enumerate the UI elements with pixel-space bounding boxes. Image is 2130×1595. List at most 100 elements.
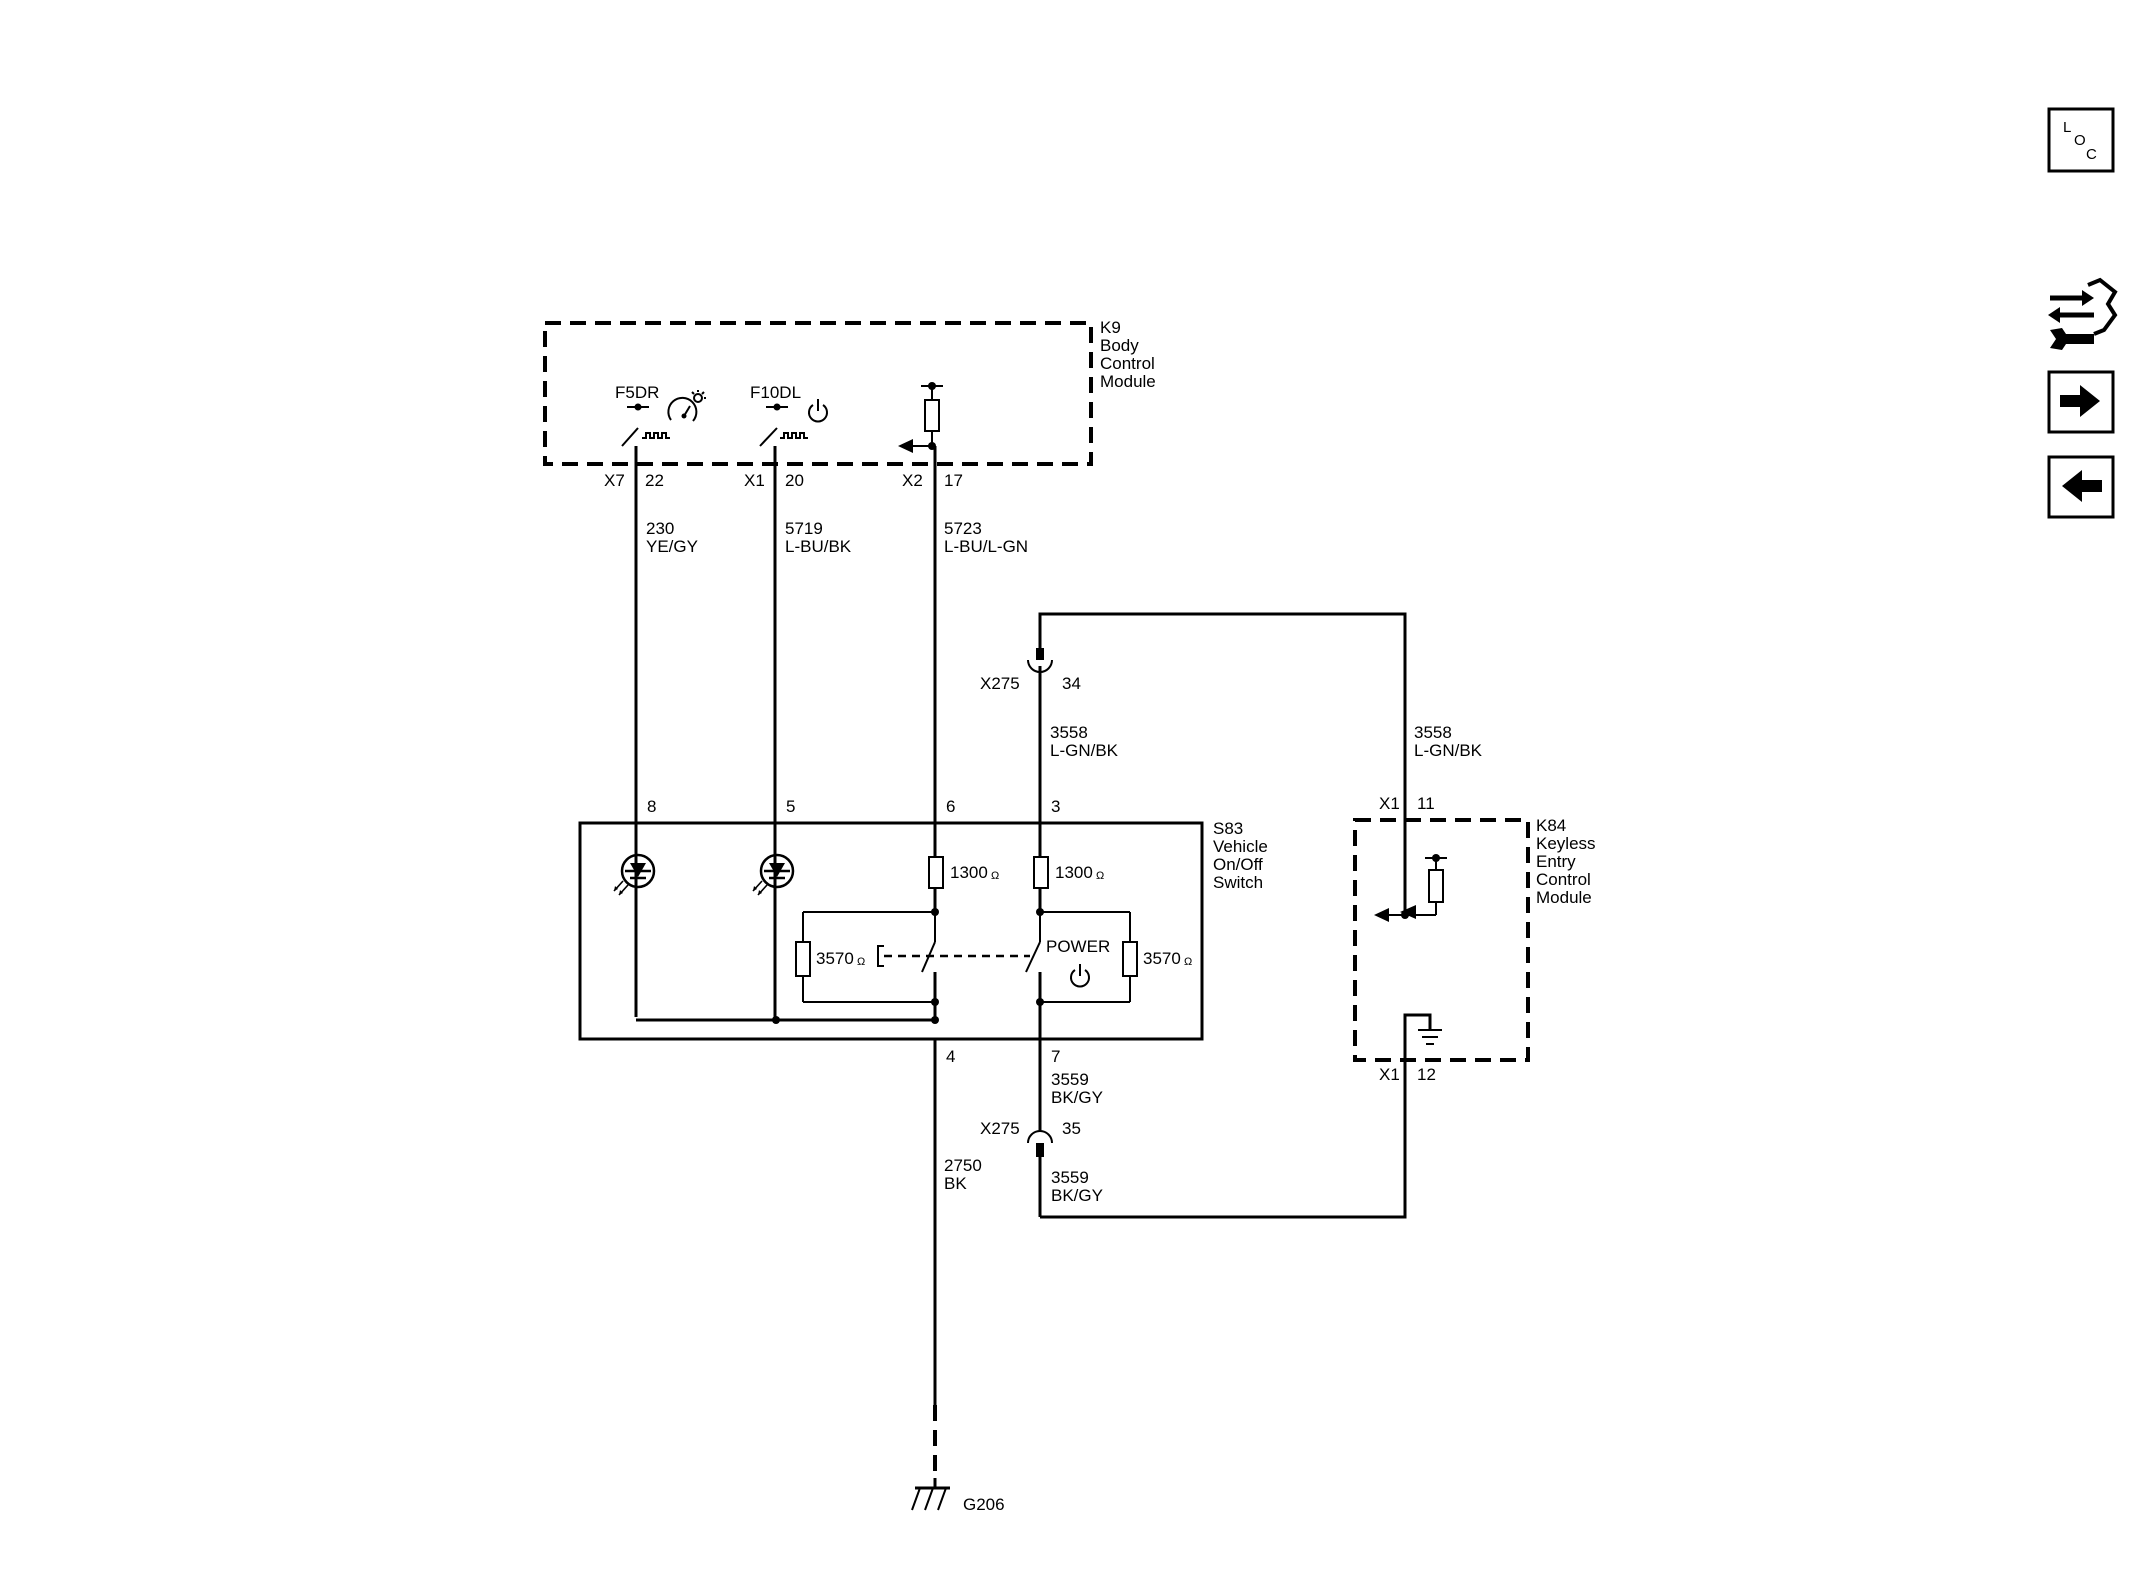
f10dl-label: F10DL [750,383,801,402]
connector-swap-button[interactable] [2048,277,2118,350]
s83-label-line-4: Switch [1213,873,1263,892]
led-indicator-icon [612,853,656,897]
ground-label: G206 [963,1495,1005,1514]
resistor-1300-left-unit: Ω [991,870,999,882]
wire-5723-circuit: 5723 [944,519,982,538]
k84-keyless-entry-control-module: K84 Keyless Entry Control Module X1 11 X… [1353,794,1596,1084]
k9-body-control-module: K9 Body Control Module F5DR F10DL [543,318,1156,490]
k9-pin-17: 17 [944,471,963,490]
x275-label-b: X275 [980,1119,1020,1138]
wire-230-circuit: 230 [646,519,674,538]
wire-5719-circuit: 5719 [785,519,823,538]
s83-pin-8: 8 [647,797,656,816]
wire-230-color: YE/GY [646,537,698,556]
k9-module-outline [543,321,1093,466]
power-symbol-icon [808,399,828,423]
wire-3558-color-b: L-GN/BK [1414,741,1483,760]
pwm-waveform-icon [780,432,808,439]
resistor-1300-right-value: 1300 [1055,863,1093,882]
resistor-3570-right-unit: Ω [1184,956,1192,968]
loc-letter-l: L [2063,119,2071,136]
wire-3558-circuit-a: 3558 [1050,723,1088,742]
resistor-1300-left-value: 1300 [950,863,988,882]
power-button-icon [1070,964,1090,988]
k9-x1-label: X1 [744,471,765,490]
previous-button[interactable] [2047,455,2115,519]
k84-label-line-5: Module [1536,888,1592,907]
k9-x7-label: X7 [604,471,625,490]
wire-230: 230 YE/GY [634,446,698,1017]
next-button[interactable] [2047,370,2115,434]
previous-arrow-icon[interactable] [2062,470,2102,502]
wire-5723-color: L-BU/L-GN [944,537,1028,556]
wire-3558-color-a: L-GN/BK [1050,741,1119,760]
f5dr-label: F5DR [615,383,659,402]
s83-label-line-1: S83 [1213,819,1243,838]
push-button-actuator [877,945,884,967]
pwm-waveform-icon [642,432,670,439]
wire-2750-circuit: 2750 [944,1156,982,1175]
wire-5719: 5719 L-BU/BK [773,446,852,1017]
resistor-1300-right [1033,856,1049,889]
s83-pin-3: 3 [1051,797,1060,816]
resistor-3570-right [1122,941,1138,977]
k9-label-line-1: K9 [1100,318,1121,337]
k84-pin-11: 11 [1417,794,1435,813]
f10dl-switch: F10DL [750,383,808,447]
wire-3559-color-b: BK/GY [1051,1186,1103,1205]
dimmer-gauge-icon [667,390,706,422]
loc-icon[interactable] [2047,107,2115,173]
loc-letter-o: O [2074,132,2086,149]
k9-pullup-resistor [898,382,943,453]
x275-label-a: X275 [980,674,1020,693]
power-label: POWER [1046,937,1110,956]
k84-pullup-resistor [1374,854,1447,922]
x275-pin-35: 35 [1062,1119,1081,1138]
s83-vehicle-onoff-switch: S83 Vehicle On/Off Switch 8 5 6 3 4 7 13… [578,797,1268,1066]
k9-pin-22: 22 [645,471,664,490]
wire-3559-color-a: BK/GY [1051,1088,1103,1107]
k84-module-outline [1353,818,1530,1062]
wire-3558-circuit-b: 3558 [1414,723,1452,742]
k84-label-line-1: K84 [1536,816,1566,835]
s83-label-line-3: On/Off [1213,855,1263,874]
wire-3559: 3559 BK/GY 3559 BK/GY [1038,1013,1432,1219]
k84-label-line-2: Keyless [1536,834,1596,853]
connector-swap-icon[interactable] [2048,277,2118,350]
resistor-3570-left-value: 3570 [816,949,854,968]
x275-connector-35: X275 35 [980,1119,1081,1157]
ground-g206: G206 [911,1478,1005,1514]
k84-x1-label-a: X1 [1379,794,1400,813]
wire-2750: 2750 BK [933,1039,982,1480]
wire-5719-color: L-BU/BK [785,537,852,556]
x275-pin-34: 34 [1062,674,1081,693]
next-arrow-icon[interactable] [2060,385,2100,417]
k84-x1-label-b: X1 [1379,1065,1400,1084]
s83-module-outline [578,821,1204,1041]
k84-pin-12: 12 [1417,1065,1436,1084]
k84-ground-icon [1418,1029,1442,1045]
wire-3559-circuit-a: 3559 [1051,1070,1089,1089]
wire-2750-color: BK [944,1174,967,1193]
f5dr-switch: F5DR [615,383,670,447]
loc-letter-c: C [2086,146,2097,163]
wire-3559-circuit-b: 3559 [1051,1168,1089,1187]
resistor-3570-left [795,941,811,977]
s83-pin-4: 4 [946,1047,955,1066]
k9-x2-label: X2 [902,471,923,490]
wire-5723: 5723 L-BU/L-GN [933,446,1028,863]
k84-label-line-4: Control [1536,870,1591,889]
s83-label-line-2: Vehicle [1213,837,1268,856]
s83-pin-6: 6 [946,797,955,816]
led-indicator-icon [751,853,795,897]
k9-pin-20: 20 [785,471,804,490]
resistor-1300-left [928,856,944,889]
wire-3558: 3558 L-GN/BK 3558 L-GN/BK [1038,612,1483,919]
k9-label-line-4: Module [1100,372,1156,391]
x275-connector-34: X275 34 [980,648,1081,693]
resistor-3570-left-unit: Ω [857,956,865,968]
loc-button[interactable]: L O C [2047,107,2115,173]
k9-label-line-3: Control [1100,354,1155,373]
s83-pin-7: 7 [1051,1047,1060,1066]
